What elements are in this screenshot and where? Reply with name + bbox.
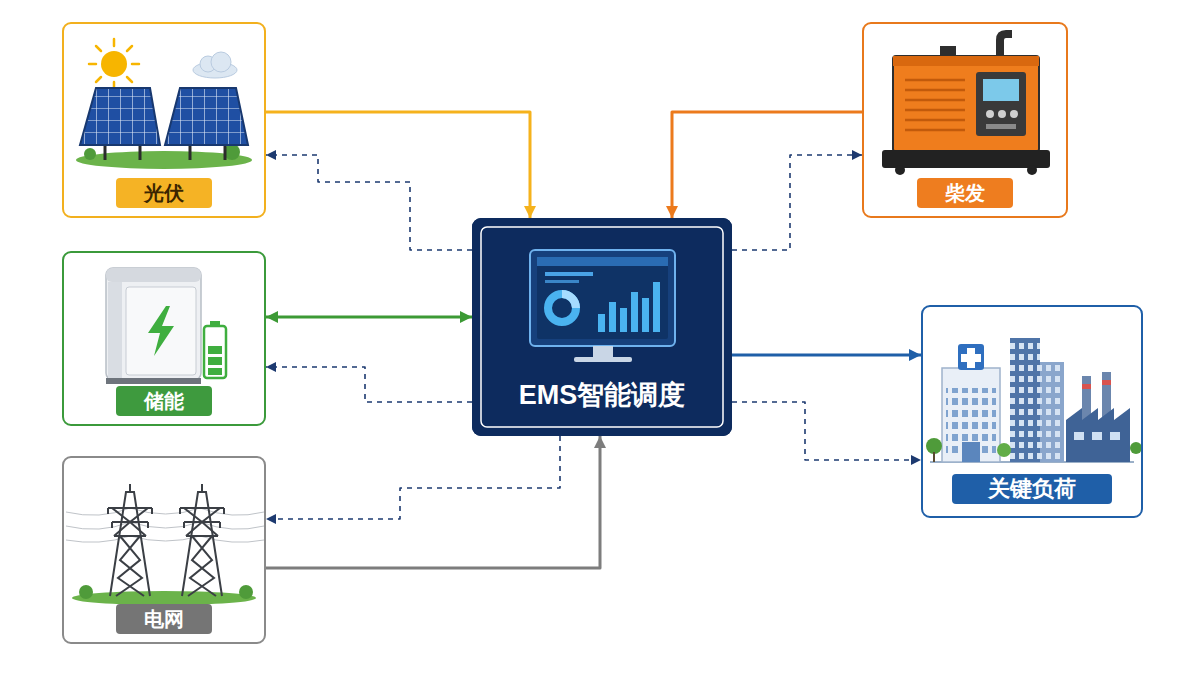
ems-node: EMS智能调度	[472, 218, 732, 436]
diesel-generator-illustration	[862, 22, 1068, 218]
node-title: EMS智能调度	[513, 380, 692, 410]
grid-node: 电网	[62, 456, 266, 644]
battery-cabinet-illustration	[62, 251, 266, 426]
control-signal-arrow	[266, 367, 472, 402]
node-label-badge: 光伏	[116, 178, 212, 208]
control-signal-arrow	[732, 155, 862, 250]
diesel-node: 柴发	[862, 22, 1068, 218]
control-signal-arrow	[266, 436, 560, 519]
control-signal-arrow	[732, 402, 921, 460]
load-node: 关键负荷	[921, 305, 1143, 518]
ems-monitor-illustration	[472, 218, 732, 436]
solar-node: 光伏	[62, 22, 266, 218]
node-label-badge: 柴发	[917, 178, 1013, 208]
node-label-badge: 储能	[116, 386, 212, 416]
power-flow-arrow	[266, 112, 530, 218]
critical-load-illustration	[921, 305, 1143, 518]
power-flow-arrow	[672, 112, 862, 218]
control-signal-arrow	[266, 155, 472, 250]
solar-illustration	[62, 22, 266, 218]
power-flow-arrow	[266, 316, 472, 319]
power-pylon-illustration	[62, 456, 266, 644]
power-flow-arrow	[266, 436, 600, 568]
node-label-badge: 关键负荷	[952, 474, 1112, 504]
power-flow-arrow	[732, 354, 921, 357]
storage-node: 储能	[62, 251, 266, 426]
node-label-badge: 电网	[116, 604, 212, 634]
